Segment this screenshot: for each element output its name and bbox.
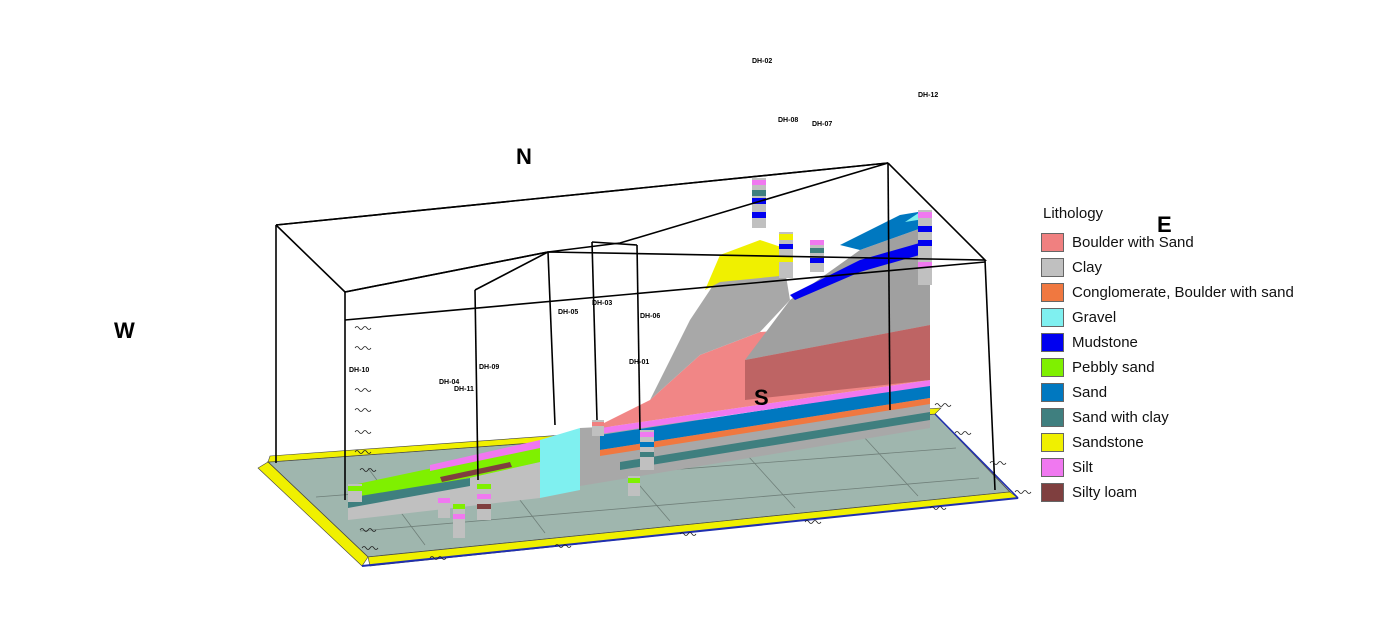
legend-item: Boulder with Sand [1041,230,1361,255]
legend-swatch [1041,483,1064,502]
legend-label: Mudstone [1072,334,1138,351]
axis-ticks [354,326,1032,560]
borehole-column-dh-07 [810,240,824,272]
legend-label: Gravel [1072,309,1117,326]
borehole-label: DH-04 [439,379,459,386]
borehole-label: DH-12 [918,92,938,99]
fence-boulder-dark [745,325,930,400]
legend-label: Sand [1072,384,1108,401]
borehole-label: DH-11 [454,386,474,393]
borehole-column-dh-08 [779,232,793,278]
legend-swatch [1041,458,1064,477]
borehole-label: DH-01 [629,359,649,366]
legend-swatch [1041,333,1064,352]
lithology-fence-panels [348,210,930,520]
legend-swatch [1041,383,1064,402]
borehole-column-dh-04 [438,496,450,518]
fence-mid-silt [600,380,930,434]
legend-swatch [1041,258,1064,277]
legend-swatch [1041,408,1064,427]
compass-east-label: E [1157,212,1172,237]
borehole-column-dh-10 [348,484,362,502]
borehole-columns [348,178,932,538]
fence-mid-sand-with-clay [620,412,930,470]
borehole-column-dh-01 [640,430,654,470]
fence-upper-sandstone [705,240,790,290]
legend-label: Clay [1072,259,1103,276]
legend-label: Pebbly sand [1072,359,1155,376]
legend-swatch [1041,233,1064,252]
fence-upper-mudstone [790,240,930,300]
fence-mid-conglomerate [600,398,930,456]
borehole-label: DH-09 [479,364,499,371]
base-plane-edge-blue-east [934,413,1019,499]
bounding-box-wireframe [275,162,996,500]
borehole-label: DH-06 [640,313,660,320]
borehole-label: DH-07 [812,121,832,128]
borehole-column-dh-11 [453,502,465,538]
legend-swatch [1041,433,1064,452]
fence-west-silty-loam [440,462,512,482]
borehole-label: DH-05 [558,309,578,316]
legend-item: Pebbly sand [1041,355,1361,380]
legend-label: Boulder with Sand [1072,234,1194,251]
legend-item: Gravel [1041,305,1361,330]
borehole-label: DH-08 [778,117,798,124]
borehole-column-dh-09 [477,482,491,520]
legend-item: Conglomerate, Boulder with sand [1041,280,1361,305]
borehole-label: DH-03 [592,300,612,307]
fence-upper-sand-blue [840,210,930,250]
legend-label: Sandstone [1072,434,1144,451]
legend-title: Lithology [1043,205,1104,222]
fence-west-clay [348,462,540,520]
legend-swatch [1041,308,1064,327]
compass-west-label: W [114,318,135,343]
legend-swatch [1041,358,1064,377]
compass-north-label: N [516,144,532,169]
legend-label: Conglomerate, Boulder with sand [1072,284,1294,301]
legend-item: Sandstone [1041,430,1361,455]
borehole-label: DH-10 [349,367,369,374]
borehole-labels: DH-02 DH-12 DH-08 DH-07 DH-03 DH-05 DH-0… [349,58,938,393]
legend-label: Sand with clay [1072,409,1169,426]
fence-west-silt [430,440,540,471]
borehole-label: DH-02 [752,58,772,65]
legend-label: Silty loam [1072,484,1138,501]
borehole-column-dh-12 [918,210,932,285]
fence-west-sand-with-clay [348,478,470,508]
legend-item: Clay [1041,255,1361,280]
legend-item: Mudstone [1041,330,1361,355]
legend-item: Silt [1041,455,1361,480]
fence-upper-clay-west [650,270,790,400]
legend-swatch [1041,283,1064,302]
legend-item: Sand [1041,380,1361,405]
legend-item: Sand with clay [1041,405,1361,430]
compass-south-label: S [754,385,769,410]
fence-west-gravel [540,428,580,498]
borehole-column-dh-06 [628,476,640,496]
legend-item: Silty loam [1041,480,1361,505]
borehole-column-dh-03 [592,420,604,436]
legend-label: Silt [1072,459,1093,476]
fence-mid-sand [600,385,930,450]
base-plane-edge-blue [361,497,1019,567]
